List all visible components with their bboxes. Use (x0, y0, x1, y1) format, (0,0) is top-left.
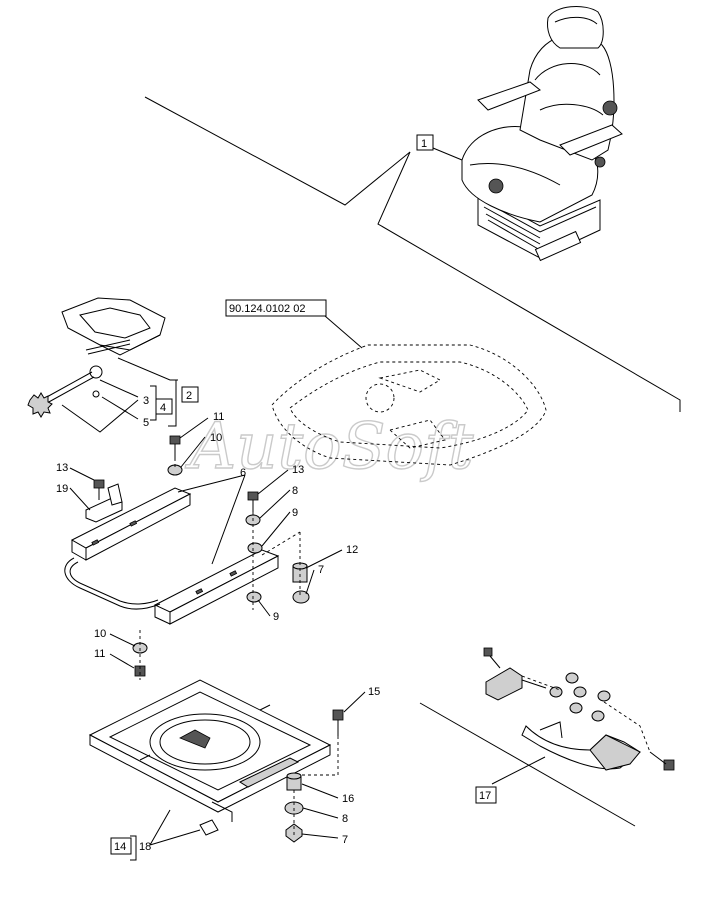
callout-19: 19 (56, 483, 68, 495)
callout-8a: 8 (292, 485, 298, 497)
callout-17: 17 (479, 790, 491, 802)
callout-16: 16 (342, 793, 354, 805)
callout-9a: 9 (292, 507, 298, 519)
callout-boxes (110, 134, 497, 855)
callout-1: 1 (421, 138, 427, 150)
callout-2: 2 (186, 390, 192, 402)
callout-14: 14 (114, 841, 126, 853)
callout-4: 4 (160, 402, 166, 414)
callout-15: 15 (368, 686, 380, 698)
callout-13a: 13 (56, 462, 68, 474)
swivel-fasteners (130, 709, 344, 861)
callout-12: 12 (346, 544, 358, 556)
callout-6: 6 (240, 467, 246, 479)
callout-5: 5 (143, 417, 149, 429)
callout-leaders (69, 417, 366, 839)
reference-label: 90.124.0102 02 (229, 303, 305, 315)
slide-rails-illustration (64, 474, 280, 625)
callout-11b: 11 (94, 648, 105, 660)
lever-assembly-illustration (27, 297, 178, 433)
callout-8b: 8 (342, 813, 348, 825)
callout-labels: 1 2 3 4 5 6 7 7 8 8 9 9 10 10 11 11 12 1… (56, 138, 491, 853)
callout-10b: 10 (94, 628, 106, 640)
callout-10a: 10 (210, 432, 222, 444)
seat-cushion-outline (271, 315, 547, 466)
callout-7a: 7 (318, 564, 324, 576)
seat-group-leaders (144, 96, 681, 412)
seat-belt-illustration (419, 647, 675, 827)
swivel-base-illustration (88, 679, 332, 836)
rail-fasteners (93, 435, 310, 680)
callout-9b: 9 (273, 611, 279, 623)
callout-18: 18 (139, 841, 151, 853)
callout-13b: 13 (292, 464, 304, 476)
callout-11a: 11 (213, 411, 224, 423)
complete-seat-illustration (461, 6, 623, 262)
callout-7b: 7 (342, 834, 348, 846)
callout-3: 3 (143, 395, 149, 407)
